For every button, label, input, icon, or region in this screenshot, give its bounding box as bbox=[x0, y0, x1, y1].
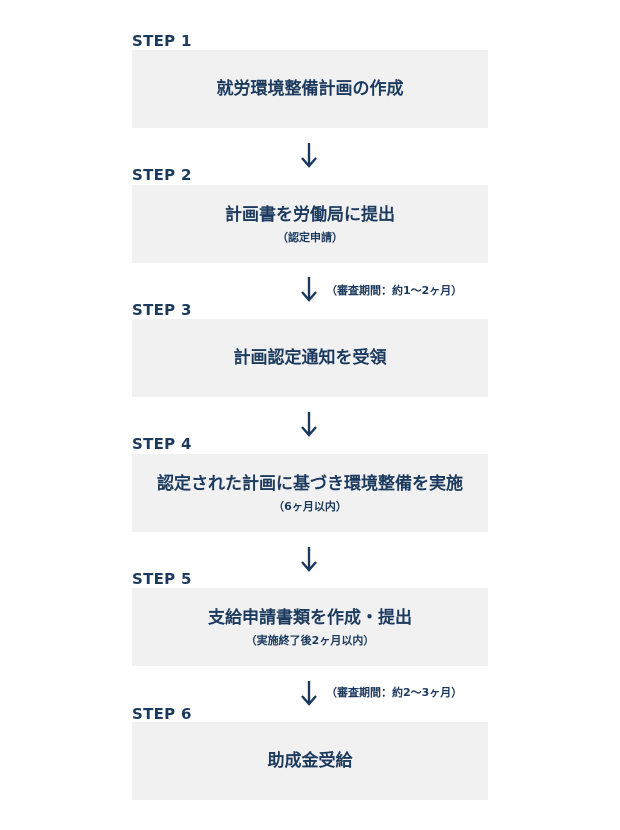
step-6-label: STEP 6 bbox=[132, 705, 192, 723]
step-1-label: STEP 1 bbox=[132, 32, 192, 50]
step-2-title: 計画書を労働局に提出 bbox=[225, 204, 395, 225]
step-4-title: 認定された計画に基づき環境整備を実施 bbox=[157, 473, 463, 494]
step-5-title: 支給申請書類を作成・提出 bbox=[208, 607, 412, 628]
step-4-box: 認定された計画に基づき環境整備を実施 （6ヶ月以内） bbox=[132, 454, 488, 532]
review-period-1: （審査期間：約1〜2ヶ月） bbox=[326, 284, 463, 297]
step-3-box: 計画認定通知を受領 bbox=[132, 319, 488, 397]
step-5-note: （実施終了後2ヶ月以内） bbox=[245, 633, 375, 647]
step-2-label: STEP 2 bbox=[132, 166, 192, 184]
step-1-title: 就労環境整備計画の作成 bbox=[216, 79, 404, 99]
step-1-box: 就労環境整備計画の作成 bbox=[132, 50, 488, 128]
step-6-title: 助成金受給 bbox=[267, 751, 353, 771]
arrow-down-icon bbox=[299, 411, 319, 437]
review-period-2: （審査期間：約2〜3ヶ月） bbox=[326, 686, 463, 699]
step-4-label: STEP 4 bbox=[132, 435, 192, 453]
step-3-title: 計画認定通知を受領 bbox=[233, 348, 387, 368]
step-5-box: 支給申請書類を作成・提出 （実施終了後2ヶ月以内） bbox=[132, 588, 488, 666]
arrow-down-icon bbox=[299, 142, 319, 168]
step-3-label: STEP 3 bbox=[132, 301, 192, 319]
arrow-down-icon bbox=[299, 680, 319, 706]
arrow-down-icon bbox=[299, 546, 319, 572]
step-4-note: （6ヶ月以内） bbox=[273, 499, 347, 513]
arrow-down-icon bbox=[299, 276, 319, 302]
step-5-label: STEP 5 bbox=[132, 570, 192, 588]
step-2-box: 計画書を労働局に提出 （認定申請） bbox=[132, 185, 488, 263]
step-6-box: 助成金受給 bbox=[132, 722, 488, 800]
step-2-note: （認定申請） bbox=[277, 230, 343, 244]
